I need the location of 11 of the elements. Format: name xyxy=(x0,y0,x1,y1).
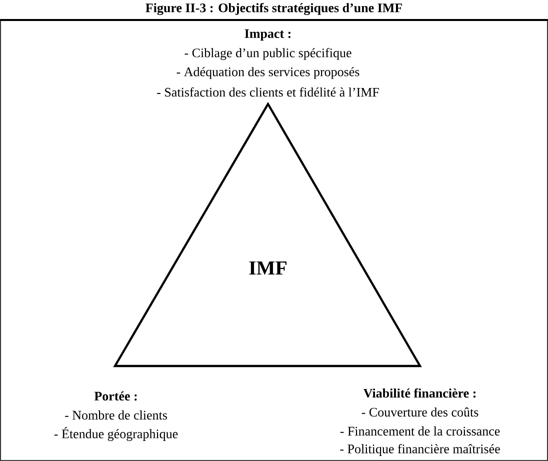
heading: Impact : xyxy=(244,29,290,41)
list-item: - Politique financière maîtrisée xyxy=(340,444,500,456)
list-item: - Ciblage d’un public spécifique xyxy=(184,48,352,60)
list-item: - Financement de la croissance xyxy=(340,426,500,436)
heading: Portée : xyxy=(94,391,137,401)
title: Figure II-3 : Objectifs stratégiques d’une IMF xyxy=(146,2,402,16)
list-item: - Adéquation des services proposés xyxy=(176,67,360,79)
heading: Viabilité financière : xyxy=(363,388,476,398)
list-item: - Étendue géographique xyxy=(54,427,178,441)
list-item: - Couverture des coûts xyxy=(362,407,478,417)
list-item: - Nombre de clients xyxy=(65,410,167,420)
